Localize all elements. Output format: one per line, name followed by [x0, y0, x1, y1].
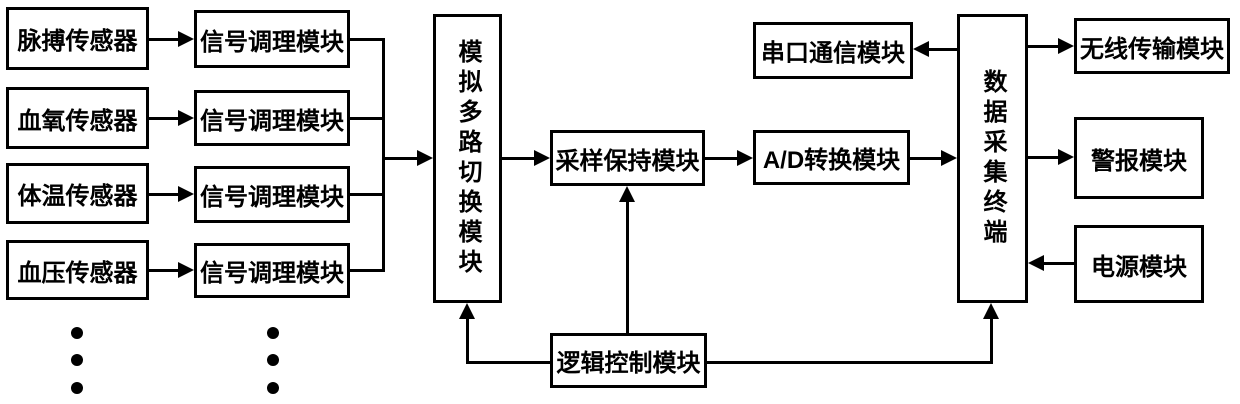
ellipsis-dot-sensors-3: [71, 382, 83, 394]
line-logic-to-terminal-vertical: [990, 317, 993, 364]
arrowhead-logic-to-terminal: [983, 303, 999, 319]
line-pressure-to-sc4: [149, 269, 180, 272]
logic-control-label: 逻辑控制模块: [556, 350, 701, 377]
arrowhead-pressure-to-sc4: [178, 262, 194, 278]
box-signal-conditioning-2: 信号调理模块: [194, 90, 350, 146]
box-blood-oxygen-sensor: 血氧传感器: [6, 87, 149, 149]
pulse-sensor-label: 脉搏传感器: [17, 28, 138, 55]
line-logic-to-mux-horizontal: [467, 361, 550, 364]
arrowhead-terminal-to-serial: [913, 41, 929, 57]
box-alarm: 警报模块: [1074, 117, 1204, 199]
box-signal-conditioning-3: 信号调理模块: [194, 166, 350, 223]
arrowhead-oxygen-to-sc2: [178, 110, 194, 126]
signal-conditioning-1-label: 信号调理模块: [200, 28, 344, 56]
blood-pressure-sensor-label: 血压传感器: [17, 259, 138, 287]
box-signal-conditioning-1: 信号调理模块: [194, 10, 350, 68]
arrowhead-bus-to-mux: [417, 150, 433, 166]
box-signal-conditioning-4: 信号调理模块: [194, 243, 350, 298]
box-analog-mux: 模拟多路切换模块: [433, 14, 502, 303]
line-sc2-to-bus: [350, 117, 385, 120]
analog-mux-label: 模拟多路切换模块: [454, 38, 481, 279]
box-serial-comm: 串口通信模块: [753, 22, 913, 79]
line-terminal-to-serial: [928, 48, 957, 51]
line-samplehold-to-adc: [705, 157, 739, 160]
box-pulse-sensor: 脉搏传感器: [6, 7, 149, 70]
arrowhead-samplehold-to-adc: [737, 150, 753, 166]
ellipsis-dot-signal-3: [267, 382, 279, 394]
arrowhead-logic-to-samplehold: [619, 186, 635, 202]
line-merge-bus: [382, 38, 385, 272]
box-adc: A/D转换模块: [753, 130, 910, 185]
arrowhead-adc-to-terminal: [941, 150, 957, 166]
arrowhead-temp-to-sc3: [178, 186, 194, 202]
signal-conditioning-3-label: 信号调理模块: [200, 184, 344, 211]
line-temp-to-sc3: [149, 193, 180, 196]
arrowhead-power-to-terminal: [1028, 255, 1044, 271]
box-power: 电源模块: [1074, 225, 1204, 303]
line-logic-to-mux-vertical: [466, 317, 469, 364]
wireless-label: 无线传输模块: [1080, 35, 1224, 63]
power-label: 电源模块: [1091, 253, 1187, 281]
blood-oxygen-sensor-label: 血氧传感器: [17, 107, 138, 135]
body-temp-sensor-label: 体温传感器: [17, 183, 138, 210]
ellipsis-dot-signal-1: [267, 327, 279, 339]
arrowhead-mux-to-samplehold: [534, 150, 550, 166]
line-sc1-to-bus: [350, 38, 385, 41]
ellipsis-dot-signal-2: [267, 354, 279, 366]
arrowhead-logic-to-mux: [459, 303, 475, 319]
line-terminal-to-wireless: [1028, 45, 1060, 48]
line-logic-to-samplehold: [626, 200, 629, 333]
line-bus-to-mux: [382, 157, 419, 160]
arrowhead-terminal-to-wireless: [1058, 38, 1074, 54]
line-oxygen-to-sc2: [149, 117, 180, 120]
box-daq-terminal: 数据采集终端: [957, 14, 1028, 303]
signal-conditioning-2-label: 信号调理模块: [200, 107, 344, 135]
line-adc-to-terminal: [910, 157, 943, 160]
line-sc3-to-bus: [350, 193, 385, 196]
arrowhead-pulse-to-sc1: [178, 31, 194, 47]
box-wireless: 无线传输模块: [1074, 18, 1230, 74]
alarm-label: 警报模块: [1091, 147, 1187, 175]
line-logic-to-terminal-horizontal: [707, 361, 991, 364]
sample-hold-label: 采样保持模块: [555, 147, 700, 175]
ellipsis-dot-sensors-2: [71, 354, 83, 366]
line-power-to-terminal: [1043, 262, 1074, 265]
arrowhead-terminal-to-alarm: [1058, 149, 1074, 165]
line-sc4-to-bus: [350, 269, 385, 272]
daq-terminal-label: 数据采集终端: [979, 68, 1006, 249]
box-logic-control: 逻辑控制模块: [550, 333, 707, 388]
line-mux-to-samplehold: [502, 157, 536, 160]
line-pulse-to-sc1: [149, 38, 180, 41]
box-body-temp-sensor: 体温传感器: [6, 163, 149, 224]
ellipsis-dot-sensors-1: [71, 327, 83, 339]
box-blood-pressure-sensor: 血压传感器: [6, 240, 149, 300]
line-terminal-to-alarm: [1028, 156, 1060, 159]
adc-label: A/D转换模块: [762, 147, 901, 174]
signal-conditioning-4-label: 信号调理模块: [200, 260, 344, 287]
serial-comm-label: 串口通信模块: [761, 40, 905, 67]
box-sample-hold: 采样保持模块: [550, 130, 705, 186]
